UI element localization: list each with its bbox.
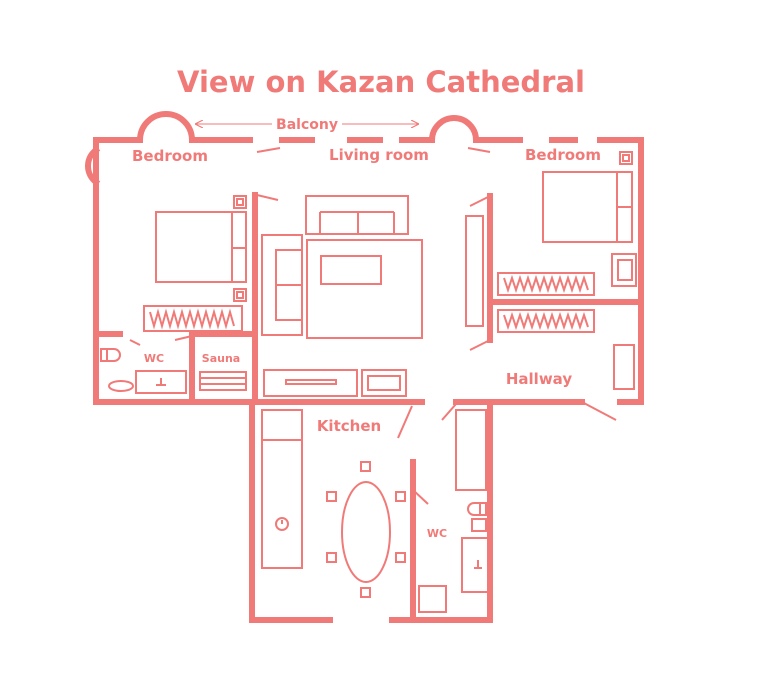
bedroom-left-label: Bedroom bbox=[132, 147, 208, 165]
right-bedroom-furniture bbox=[497, 151, 637, 296]
hallway-label: Hallway bbox=[506, 370, 572, 388]
kitchen-label: Kitchen bbox=[317, 417, 381, 435]
doors bbox=[129, 147, 617, 505]
center-bath-fixtures bbox=[418, 409, 489, 613]
living-room-furniture bbox=[261, 195, 484, 397]
interior-walls bbox=[93, 192, 644, 623]
plan-title: View on Kazan Cathedral bbox=[177, 65, 585, 99]
left-bedroom-furniture bbox=[143, 195, 247, 332]
balcony-bays bbox=[85, 111, 480, 187]
bedroom-right-label: Bedroom bbox=[525, 146, 601, 164]
room-labels: Bedroom Living room Bedroom WC Sauna Hal… bbox=[132, 146, 601, 540]
left-bath-fixtures bbox=[100, 348, 247, 394]
balcony-indicator: Balcony bbox=[196, 117, 418, 133]
kitchen-furniture bbox=[261, 409, 406, 598]
balcony-label: Balcony bbox=[276, 117, 338, 133]
sauna-label: Sauna bbox=[202, 352, 240, 365]
wc-left-label: WC bbox=[144, 352, 164, 365]
living-room-label: Living room bbox=[329, 146, 429, 164]
hallway-furniture bbox=[497, 309, 635, 390]
wc-center-label: WC bbox=[427, 527, 447, 540]
